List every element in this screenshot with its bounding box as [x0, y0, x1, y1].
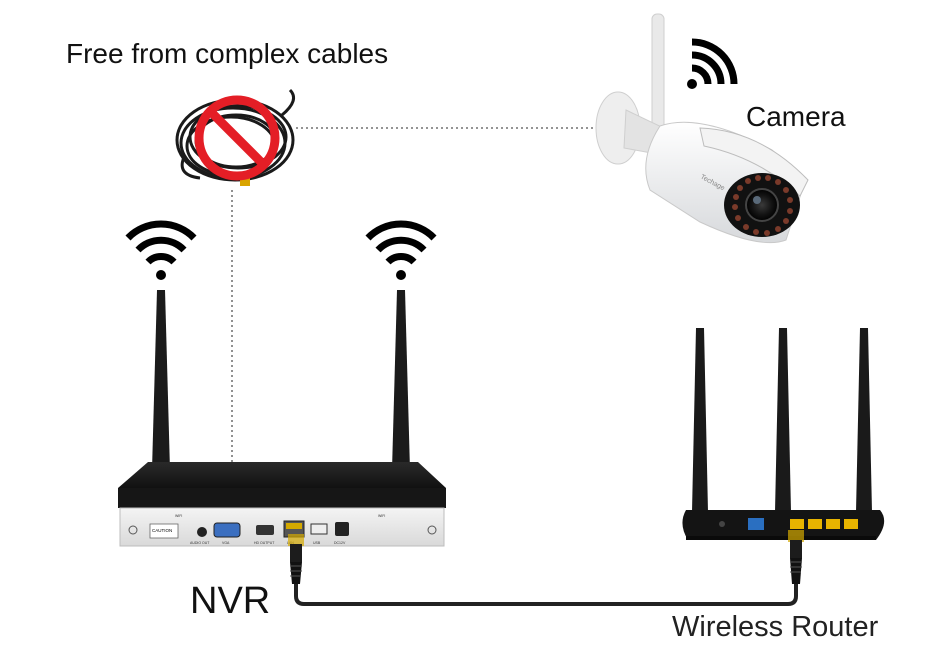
ethernet-plug-icon: [288, 534, 304, 584]
wireless-router: [682, 510, 885, 540]
port-label-dc: DC12V: [334, 541, 346, 545]
nvr-label: NVR: [190, 580, 271, 622]
antenna-label-left: WIFI: [175, 514, 182, 518]
port-label-hd: HD OUTPUT: [254, 541, 275, 545]
port-label-vga: VGA: [222, 541, 230, 545]
wifi-icon: [125, 220, 197, 280]
wireless-link-lines: [231, 127, 600, 462]
ethernet-cable: [294, 584, 798, 606]
ip-camera: Techage: [595, 13, 809, 244]
wifi-icon: [687, 38, 738, 89]
caution-text: CAUTION: [152, 528, 172, 533]
port-label-usb: USB: [313, 541, 321, 545]
antenna-label-right: WIFI: [378, 514, 385, 518]
nvr-antennas: [150, 290, 412, 490]
nvr-device: CAUTION AUDIO OUT VGA HD OUTPUT LAN USB …: [118, 462, 446, 547]
port-label-audio: AUDIO OUT: [190, 541, 210, 545]
cables-caption: Free from complex cables: [66, 38, 389, 69]
ethernet-plug-icon: [788, 530, 804, 584]
wifi-icon: [365, 220, 437, 280]
no-cables-icon: [175, 88, 296, 186]
router-label: Wireless Router: [672, 611, 879, 643]
camera-label: Camera: [746, 101, 846, 132]
router-antennas: [692, 328, 872, 512]
